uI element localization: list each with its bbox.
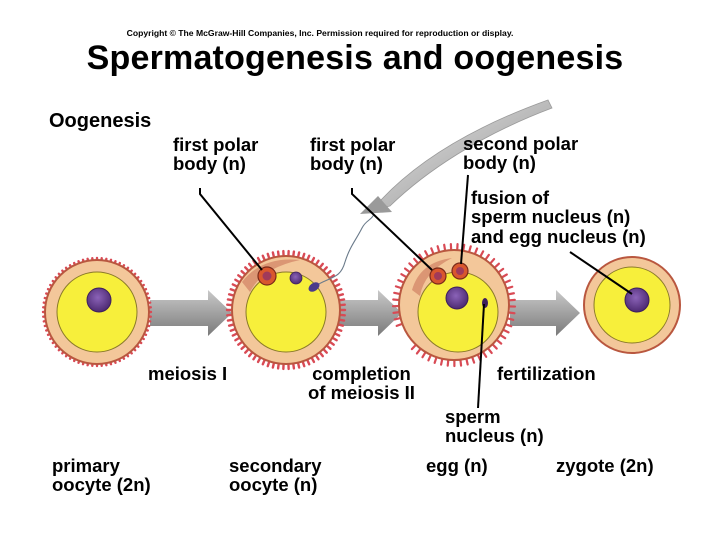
process-arrow-3 <box>510 290 580 336</box>
egg-nucleus <box>445 286 469 310</box>
process-arrow-2 <box>338 290 402 336</box>
secondary-oocyte-cell <box>225 213 375 371</box>
process-arrow-1 <box>150 290 232 336</box>
sperm-tail <box>311 213 375 289</box>
label-fertilization: fertilization <box>497 363 596 384</box>
oocyte-nucleus-1 <box>86 287 112 313</box>
label-completion-meiosis-2: completion of meiosis II <box>308 363 415 404</box>
label-sperm-nucleus: sperm nucleus (n) <box>445 406 544 447</box>
zygote-cell <box>583 256 681 354</box>
label-primary-oocyte: primary oocyte (2n) <box>52 455 151 496</box>
label-egg: egg (n) <box>426 455 488 476</box>
oocyte-nucleus-2 <box>289 271 303 285</box>
label-secondary-oocyte: secondary oocyte (n) <box>229 455 322 496</box>
sperm-head <box>308 282 320 292</box>
page-title: Spermatogenesis and oogenesis <box>86 39 624 77</box>
leader-lines <box>199 174 633 409</box>
primary-oocyte-cell <box>41 256 153 368</box>
label-zygote: zygote (2n) <box>556 455 654 476</box>
label-second-polar-body: second polar body (n) <box>463 133 579 174</box>
label-fusion: fusion of sperm nucleus (n) and egg nucl… <box>471 187 646 247</box>
copyright-notice: Copyright © The McGraw-Hill Companies, I… <box>126 28 514 38</box>
label-first-polar-body-b: first polar body (n) <box>310 134 396 175</box>
label-meiosis-1: meiosis I <box>148 363 228 384</box>
section-heading: Oogenesis <box>49 110 152 132</box>
egg-cell <box>391 242 517 368</box>
label-first-polar-body-a: first polar body (n) <box>173 134 259 175</box>
